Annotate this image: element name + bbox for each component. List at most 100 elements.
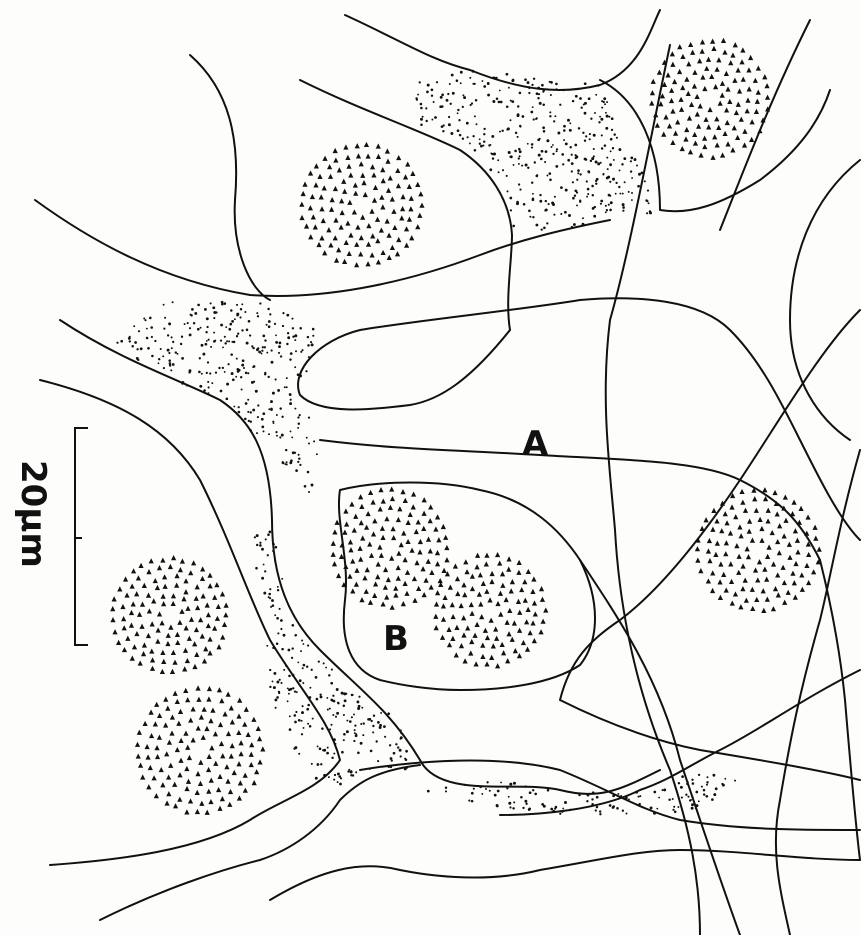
stipple-dot	[711, 798, 714, 801]
stipple-dot	[243, 367, 245, 369]
stipple-dot	[245, 372, 248, 375]
stipple-dot	[439, 105, 442, 108]
stipple-dot	[218, 367, 220, 369]
stipple-dot	[172, 363, 175, 366]
stipple-dot	[535, 224, 538, 227]
stipple-dot	[559, 104, 561, 106]
stipple-dot	[255, 390, 258, 393]
stipple-dot	[306, 665, 308, 667]
stipple-dot	[292, 687, 294, 689]
stipple-dot	[610, 201, 613, 204]
stipple-dot	[529, 216, 531, 218]
stipple-dot	[275, 707, 277, 709]
stipple-dot	[524, 78, 527, 81]
stipple-dot	[329, 708, 331, 710]
stipple-dot	[533, 118, 535, 120]
stipple-dot	[532, 193, 534, 195]
stipple-dot	[498, 171, 500, 173]
stipple-dot	[521, 165, 523, 167]
stipple-dot	[462, 106, 464, 108]
stipple-dot	[544, 161, 546, 163]
stipple-dot	[510, 155, 513, 158]
stipple-dot	[419, 81, 421, 83]
stipple-dot	[585, 158, 588, 161]
stipple-dot	[302, 705, 304, 707]
stipple-dot	[513, 782, 516, 785]
stipple-dot	[592, 194, 594, 196]
stipple-dot	[457, 112, 459, 114]
stipple-dot	[397, 746, 399, 748]
stipple-dot	[312, 335, 314, 337]
stipple-dot	[134, 341, 137, 344]
stipple-dot	[472, 83, 474, 85]
stipple-dot	[400, 738, 402, 740]
stipple-dot	[189, 369, 192, 372]
stipple-dot	[280, 355, 282, 357]
stipple-dot	[275, 431, 277, 433]
stipple-dot	[550, 81, 553, 84]
stipple-dot	[571, 162, 574, 165]
stipple-dot	[286, 464, 288, 466]
stipple-dot	[547, 789, 550, 792]
stipple-dot	[191, 308, 194, 311]
stipple-dot	[567, 119, 570, 122]
stipple-dot	[290, 459, 293, 462]
stipple-dot	[703, 793, 705, 795]
stipple-dot	[701, 786, 703, 788]
stipple-dot	[507, 190, 509, 192]
stipple-dot	[491, 135, 494, 138]
stipple-dot	[353, 714, 355, 716]
stipple-dot	[487, 94, 490, 97]
stipple-dot	[623, 157, 626, 160]
stipple-dot	[463, 96, 466, 99]
stipple-dot	[560, 213, 562, 215]
stipple-dot	[301, 733, 303, 735]
stipple-dot	[236, 304, 238, 306]
stipple-dot	[600, 200, 603, 203]
stipple-dot	[207, 381, 209, 383]
stipple-dot	[458, 119, 460, 121]
stipple-dot	[259, 544, 262, 547]
stipple-dot	[264, 373, 266, 375]
stipple-dot	[302, 667, 304, 669]
stipple-dot	[292, 327, 294, 329]
stipple-dot	[474, 115, 476, 117]
stipple-dot	[354, 724, 356, 726]
stipple-dot	[698, 774, 700, 776]
stipple-dot	[616, 137, 618, 139]
stipple-dot	[605, 211, 607, 213]
stipple-dot	[282, 325, 284, 327]
stipple-dot	[516, 201, 519, 204]
stipple-dot	[253, 381, 255, 383]
stipple-dot	[181, 357, 184, 360]
stipple-dot	[626, 813, 628, 815]
stipple-dot	[213, 317, 215, 319]
stipple-dot	[241, 364, 244, 367]
stipple-dot	[606, 157, 608, 159]
stipple-dot	[222, 346, 224, 348]
stipple-dot	[294, 714, 297, 717]
stipple-dot	[169, 362, 172, 365]
stipple-dot	[180, 343, 182, 345]
stipple-dot	[705, 795, 708, 798]
stipple-dot	[267, 554, 269, 556]
stipple-dot	[389, 744, 391, 746]
stipple-dot	[537, 97, 539, 99]
stipple-dot	[321, 727, 324, 730]
stipple-dot	[393, 752, 396, 755]
stipple-dot	[150, 326, 153, 329]
stipple-dot	[593, 155, 595, 157]
stipple-dot	[236, 358, 238, 360]
stipple-dot	[476, 123, 478, 125]
stipple-dot	[259, 542, 261, 544]
stipple-dot	[262, 346, 264, 348]
stipple-dot	[316, 698, 319, 701]
stipple-dot	[167, 334, 169, 336]
stipple-dot	[622, 206, 625, 209]
stipple-dot	[263, 592, 266, 595]
stipple-dot	[205, 331, 207, 333]
stipple-dot	[297, 416, 299, 418]
stipple-dot	[587, 193, 589, 195]
stipple-dot	[264, 570, 266, 572]
stipple-dot	[229, 323, 232, 326]
